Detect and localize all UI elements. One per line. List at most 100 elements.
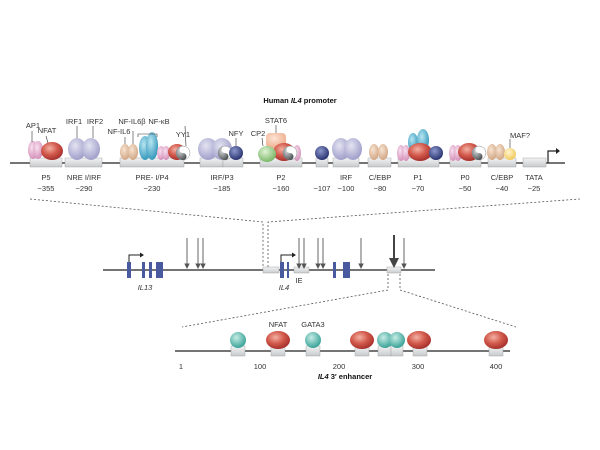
transcription-start-arrow-il13: [128, 252, 144, 262]
protein-cebp-1a: [369, 144, 379, 160]
enhancer-sites: [230, 345, 504, 357]
protein-navy-107: [315, 146, 329, 160]
promoter-position-labels: −355 −290 −230 −185 −160 −107 −100 −80 −…: [38, 184, 541, 193]
element-name-irf-p3: IRF/P3: [210, 173, 233, 182]
position-pre: −230: [144, 184, 161, 193]
label-yy1: YY1: [176, 130, 190, 139]
protein-navy-p1: [429, 146, 443, 160]
protein-nfat: [41, 142, 63, 160]
label-nf-il6: NF-IL6: [108, 127, 131, 136]
label-nf-kb: NF-κB: [148, 117, 169, 126]
locus-promoter-box: [262, 266, 280, 274]
position-cebp-1: −80: [374, 184, 387, 193]
label-ap1: AP1: [26, 121, 40, 130]
label-irf2: IRF2: [87, 117, 103, 126]
position-cebp-2: −40: [496, 184, 509, 193]
il13-exons: [127, 262, 163, 278]
transcription-start-arrow-promoter: [547, 148, 560, 163]
element-name-p1: P1: [413, 173, 422, 182]
protein-maf: [504, 148, 516, 160]
protein-gata3-2: [305, 332, 321, 348]
protein-cp2: [258, 146, 276, 162]
enhancer-title: IL4 3′ enhancer: [318, 372, 372, 381]
gene-label-il4: IL4: [279, 283, 289, 292]
element-name-p0: P0: [460, 173, 469, 182]
protein-nfy: [229, 146, 243, 160]
protein-irf2: [82, 138, 100, 160]
label-maf: MAF?: [510, 131, 530, 140]
label-stat6: STAT6: [265, 116, 287, 125]
protein-irf1: [68, 138, 86, 160]
protein-cebp-1b: [378, 144, 388, 160]
protein-nf-il6: [120, 144, 130, 160]
enhancer-zoom-lines: [181, 274, 517, 328]
protein-nfat-enh-3: [407, 331, 431, 349]
protein-ap1-pre-2: [162, 146, 170, 160]
label-cp2: CP2: [251, 129, 266, 138]
position-p2: −160: [273, 184, 290, 193]
tick-label: 300: [412, 362, 425, 371]
exon: [127, 262, 131, 278]
element-name-p5: P5: [41, 173, 50, 182]
protein-yy1-p3: [217, 145, 233, 161]
label-enh-gata3: GATA3: [301, 320, 324, 329]
label-nfat: NFAT: [38, 126, 57, 135]
hypersensitive-site-arrows: [184, 238, 407, 270]
exon: [142, 262, 145, 278]
protein-ap1: [28, 141, 43, 159]
promoter-title: Human IL4 promoter: [263, 96, 336, 105]
ie-label: IE: [295, 276, 302, 285]
label-irf1: IRF1: [66, 117, 82, 126]
protein-gata3-1: [230, 332, 246, 348]
promoter-zoom-lines: [29, 198, 581, 267]
element-name-tata: TATA: [525, 173, 543, 182]
exon: [149, 262, 152, 278]
site-box-nre: [64, 157, 103, 168]
protein-nfat-enh-1: [266, 331, 290, 349]
tick-label: 400: [490, 362, 503, 371]
position-irf-p3: −185: [214, 184, 231, 193]
position-tata: −25: [528, 184, 541, 193]
position-p5: −355: [38, 184, 55, 193]
element-name-cebp-1: C/EBP: [369, 173, 392, 182]
il4-exons: [280, 262, 350, 278]
position-107: −107: [314, 184, 331, 193]
protein-nfat-enh-4: [484, 331, 508, 349]
position-irf: −100: [338, 184, 355, 193]
protein-nfat-p1: [408, 143, 432, 161]
site-box-p5: [29, 157, 63, 168]
exon: [156, 262, 163, 278]
protein-cebp-2b: [495, 144, 505, 160]
position-p0: −50: [459, 184, 472, 193]
enhancer-ticks: 1 100 200 300 400: [179, 362, 502, 371]
site-box-cebp1: [367, 157, 392, 168]
transcription-start-arrow-il4: [280, 252, 296, 262]
protein-ap1-p1b: [402, 145, 410, 161]
protein-yy1-p0: [471, 145, 487, 161]
tick-label: 1: [179, 362, 183, 371]
protein-yy1: [175, 145, 191, 161]
element-name-pre: PRE- I/P4: [135, 173, 168, 182]
protein-yy1-p2: [282, 145, 298, 161]
promoter-sites: [29, 157, 547, 168]
tick-label: 100: [254, 362, 267, 371]
element-name-p2: P2: [276, 173, 285, 182]
exon: [287, 262, 289, 278]
protein-gata3-3: [377, 332, 393, 348]
element-name-irf: IRF: [340, 173, 353, 182]
protein-nf-kb-p65: [146, 132, 158, 160]
promoter-element-labels: P5 NRE I/IRF PRE- I/P4 IRF/P3 P2 IRF C/E…: [41, 173, 542, 182]
exon: [280, 262, 284, 278]
label-enh-nfat: NFAT: [269, 320, 288, 329]
exon: [343, 262, 350, 278]
label-nf-il6-beta: NF-IL6β: [118, 117, 146, 126]
tick-label: 200: [333, 362, 346, 371]
element-name-cebp-2: C/EBP: [491, 173, 514, 182]
major-hypersensitive-arrow: [389, 235, 399, 268]
exon: [333, 262, 336, 278]
protein-irf-p3a: [198, 138, 218, 160]
protein-irf-b: [344, 138, 362, 160]
protein-nfat-enh-2: [350, 331, 374, 349]
position-p1: −70: [412, 184, 425, 193]
ie-element-box: [293, 266, 310, 274]
